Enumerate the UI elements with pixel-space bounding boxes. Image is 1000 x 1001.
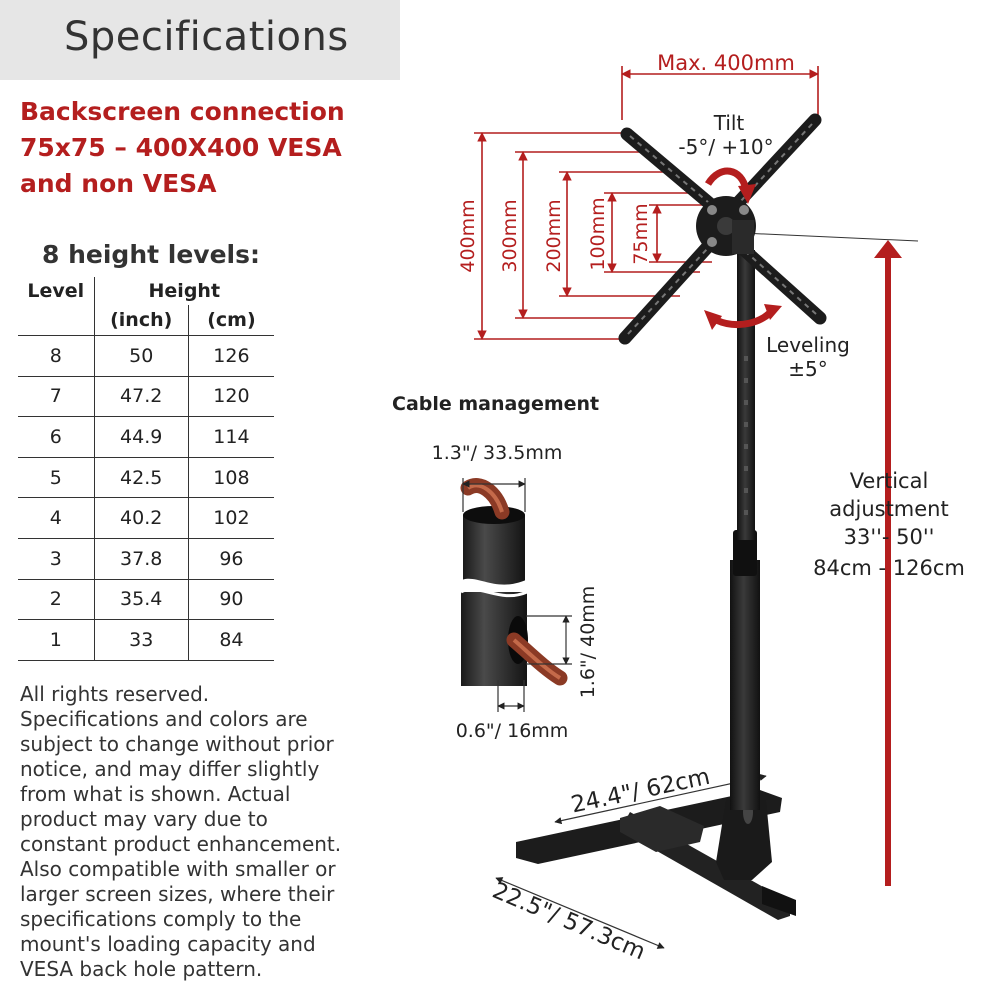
vertical-adjustment-line: adjustment	[829, 497, 948, 521]
disclaimer-line: notice, and may differ slightly	[20, 757, 320, 781]
dim-200-label: 200mm	[543, 199, 565, 272]
base-depth-label: 22.5"/ 57.3cm	[489, 878, 649, 966]
header-band	[0, 0, 400, 80]
vertical-adjustment-line: Vertical	[850, 469, 929, 493]
cell-cm: 96	[187, 537, 274, 580]
cell-level: 3	[18, 537, 95, 580]
dim-300-label: 300mm	[499, 199, 521, 272]
cell-cm: 84	[187, 619, 274, 661]
disclaimer-line: specifications comply to the	[20, 907, 302, 931]
vesa-bracket	[618, 113, 827, 345]
cell-inch: 40.2	[93, 497, 189, 539]
col-header-inch: (inch)	[93, 305, 189, 336]
cell-inch: 33	[93, 619, 189, 661]
cell-cm: 108	[187, 456, 274, 498]
cell-inch: 44.9	[93, 416, 189, 458]
cable-management-title: Cable management	[392, 393, 599, 415]
cell-inch: 37.8	[93, 537, 189, 580]
tilt-arrow	[705, 167, 756, 204]
page-title: Specifications	[64, 14, 349, 60]
col-header-level: Level	[27, 280, 85, 302]
dim-75-label: 75mm	[630, 203, 652, 264]
disclaimer-line: from what is shown. Actual	[20, 782, 291, 806]
cell-level: 2	[18, 578, 95, 620]
cell-level: 6	[18, 416, 95, 458]
cell-level: 1	[18, 619, 95, 661]
cell-cm: 126	[187, 335, 274, 377]
stand-pole	[730, 250, 760, 810]
leveling-label: Leveling	[766, 333, 850, 357]
vesa-line: and non VESA	[20, 169, 217, 198]
disclaimer-line: subject to change without prior	[20, 732, 334, 756]
cell-inch: 50	[93, 335, 189, 377]
tilt-label: Tilt	[713, 111, 745, 135]
cell-inch: 35.4	[93, 578, 189, 620]
cell-cm: 90	[187, 578, 274, 620]
cell-level: 5	[18, 456, 95, 498]
disclaimer-line: larger screen sizes, where their	[20, 882, 335, 906]
vesa-compatibility-heading: Backscreen connection 75x75 – 400X400 VE…	[20, 94, 400, 202]
vertical-adjustment-line: 33''- 50''	[844, 525, 935, 549]
height-levels-title: 8 height levels:	[42, 240, 260, 269]
col-header-height: Height	[93, 277, 274, 305]
cell-level: 4	[18, 497, 95, 539]
cable-management-illustration	[458, 478, 572, 712]
dim-100-label: 100mm	[587, 197, 609, 270]
cell-cm: 114	[187, 416, 274, 458]
cell-inch: 47.2	[93, 375, 189, 417]
cell-level: 7	[18, 375, 95, 417]
disclaimer-line: Specifications and colors are	[20, 707, 308, 731]
cell-inch: 42.5	[93, 456, 189, 498]
leveling-range-label: ±5°	[788, 357, 827, 381]
disclaimer-line: VESA back hole pattern.	[20, 957, 263, 981]
vertical-adjustment-line: 84cm - 126cm	[813, 556, 965, 580]
cable-top-dimension: 1.3"/ 33.5mm	[432, 442, 563, 464]
dim-400-label: 400mm	[457, 199, 479, 272]
cell-cm: 102	[187, 497, 274, 539]
vesa-dimension-lines	[474, 66, 819, 340]
disclaimer-line: All rights reserved.	[20, 682, 210, 706]
col-header-cm: (cm)	[187, 305, 274, 336]
leveling-arrow	[704, 304, 782, 330]
cable-side-dimension: 1.6"/ 40mm	[577, 586, 599, 699]
cell-level: 8	[18, 335, 95, 377]
disclaimer-line: constant product enhancement.	[20, 832, 342, 856]
vesa-line: 75x75 – 400X400 VESA	[20, 133, 342, 162]
vertical-adjustment-arrow	[741, 232, 919, 886]
cell-cm: 120	[187, 375, 274, 417]
tilt-range-label: -5°/ +10°	[678, 135, 773, 159]
cable-bottom-dimension: 0.6"/ 16mm	[456, 720, 569, 742]
disclaimer-line: mount's loading capacity and	[20, 932, 316, 956]
vesa-line: Backscreen connection	[20, 97, 345, 126]
disclaimer-line: product may vary due to	[20, 807, 268, 831]
disclaimer-text: All rights reserved. Specifications and …	[20, 682, 380, 982]
max-width-label: Max. 400mm	[657, 51, 795, 75]
disclaimer-line: Also compatible with smaller or	[20, 857, 336, 881]
